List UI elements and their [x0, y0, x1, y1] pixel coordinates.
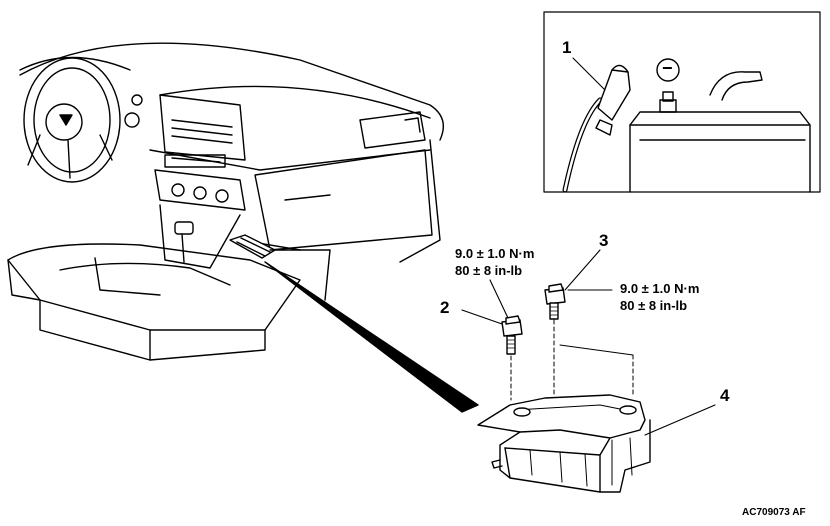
callout-4: 4	[720, 386, 730, 405]
torque-spec-bolt-2: 9.0 ± 1.0 N·m 80 ± 8 in-lb	[455, 245, 534, 279]
negative-symbol-label: −	[662, 58, 673, 78]
leader-torque-2	[489, 279, 509, 319]
leader-4	[644, 404, 716, 436]
leader-1	[572, 57, 606, 91]
callout-3: 3	[599, 231, 609, 250]
steering-wheel	[23, 57, 121, 183]
callout-1: 1	[562, 38, 572, 57]
location-pointer	[264, 261, 479, 413]
torque-imperial-bolt-2: 80 ± 8 in-lb	[455, 263, 523, 278]
battery-inset	[543, 11, 821, 193]
callout-2: 2	[440, 298, 450, 317]
leader-2	[461, 309, 503, 325]
callout-leaders	[461, 57, 716, 436]
torque-metric-bolt-2: 9.0 ± 1.0 N·m	[455, 246, 535, 261]
torque-spec-bolt-3: 9.0 ± 1.0 N·m 80 ± 8 in-lb	[620, 280, 699, 314]
dashboard-illustration	[7, 42, 444, 361]
figure-code: AC709073 AF	[742, 507, 806, 518]
srs-unit-illustration	[477, 283, 651, 493]
torque-metric-bolt-3: 9.0 ± 1.0 N·m	[620, 281, 700, 296]
negative-terminal-icon	[656, 58, 680, 82]
leader-3	[564, 249, 601, 291]
torque-imperial-bolt-3: 80 ± 8 in-lb	[620, 298, 688, 313]
